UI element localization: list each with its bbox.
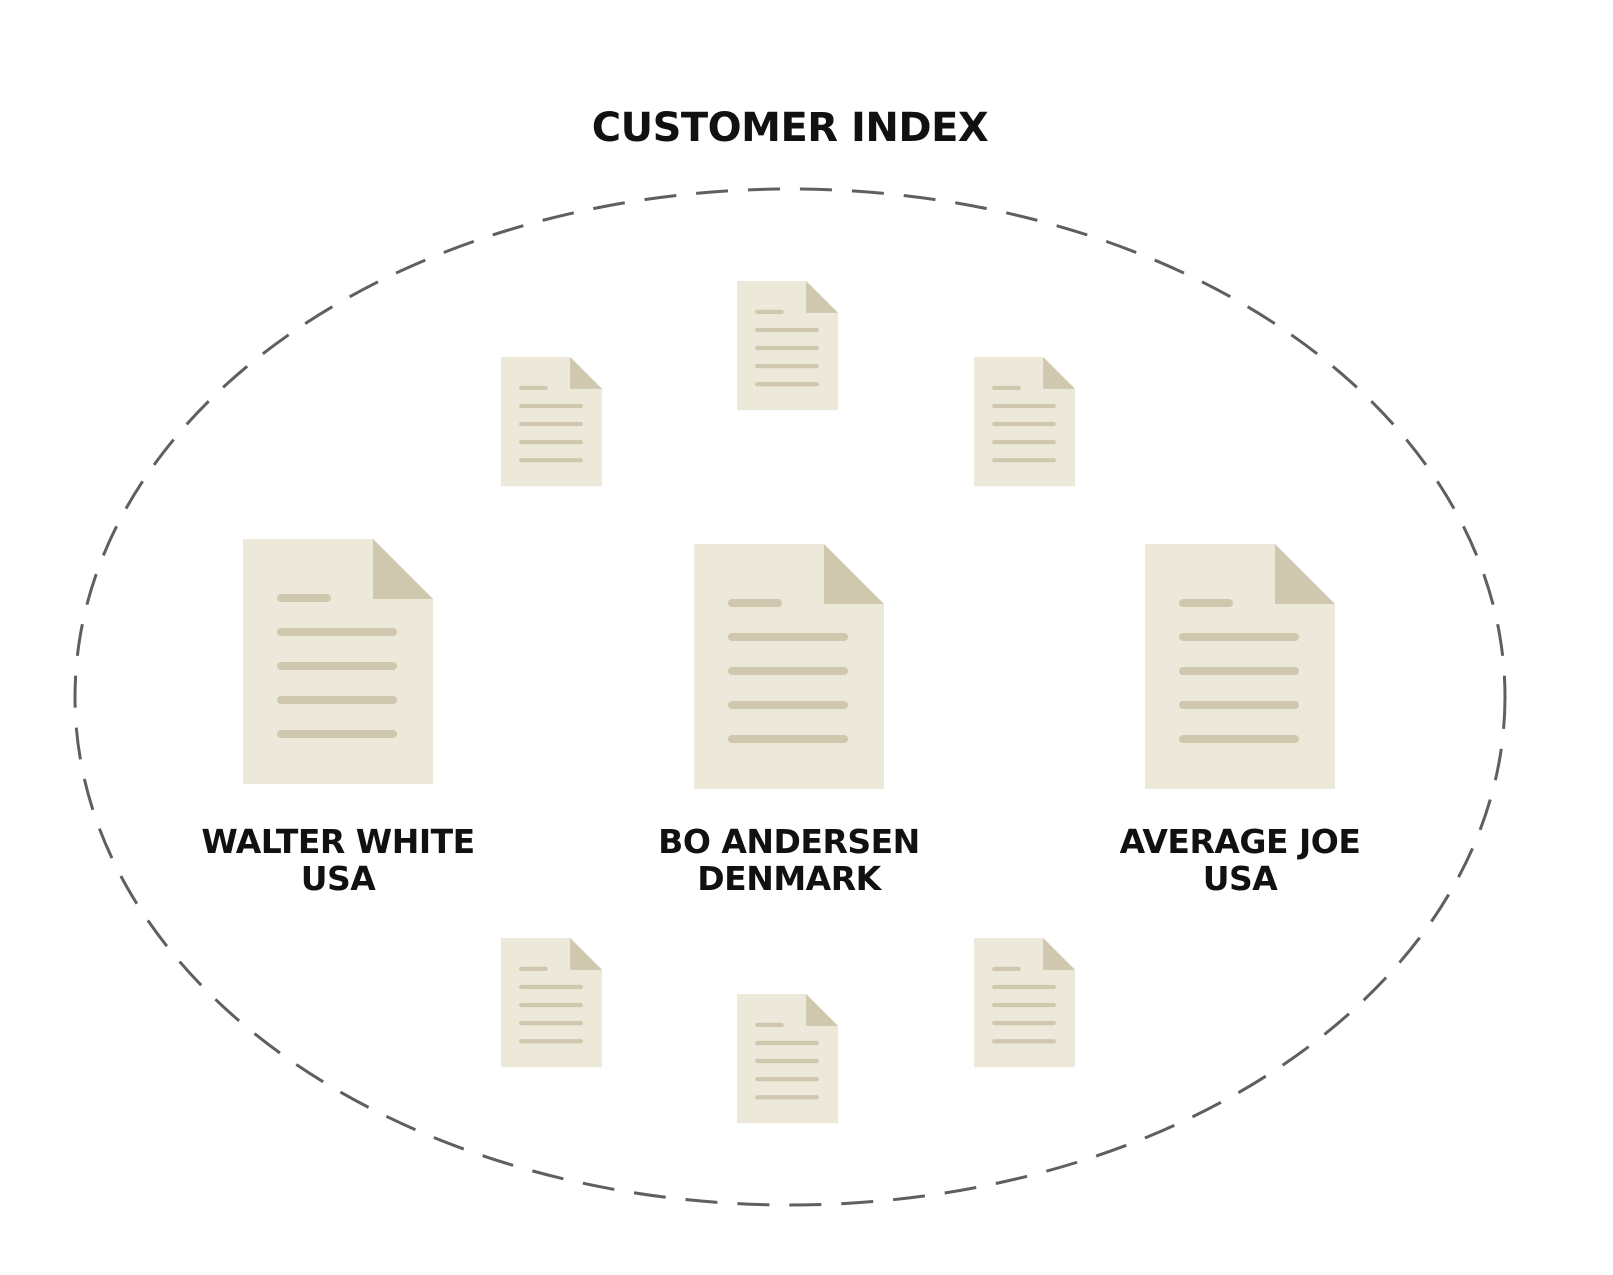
document-label-country: USA bbox=[1203, 859, 1279, 898]
average-joe-document bbox=[1145, 544, 1335, 789]
bo-andersen-document bbox=[694, 544, 884, 789]
document-icon bbox=[974, 938, 1076, 1068]
document-icon bbox=[974, 357, 1076, 487]
index-boundary bbox=[73, 187, 1507, 1207]
walter-white-document bbox=[243, 539, 433, 784]
document-label-name: BO ANDERSEN bbox=[658, 822, 920, 861]
document-label-name: WALTER WHITE bbox=[201, 822, 474, 861]
document-icon bbox=[737, 281, 839, 411]
document-label-country: DENMARK bbox=[697, 859, 882, 898]
document-icon bbox=[501, 938, 603, 1068]
document-label-name: AVERAGE JOE bbox=[1120, 822, 1361, 861]
index-title: CUSTOMER INDEX bbox=[592, 105, 989, 151]
document-icon bbox=[737, 994, 839, 1124]
document-icon bbox=[501, 357, 603, 487]
document-label-country: USA bbox=[301, 859, 377, 898]
